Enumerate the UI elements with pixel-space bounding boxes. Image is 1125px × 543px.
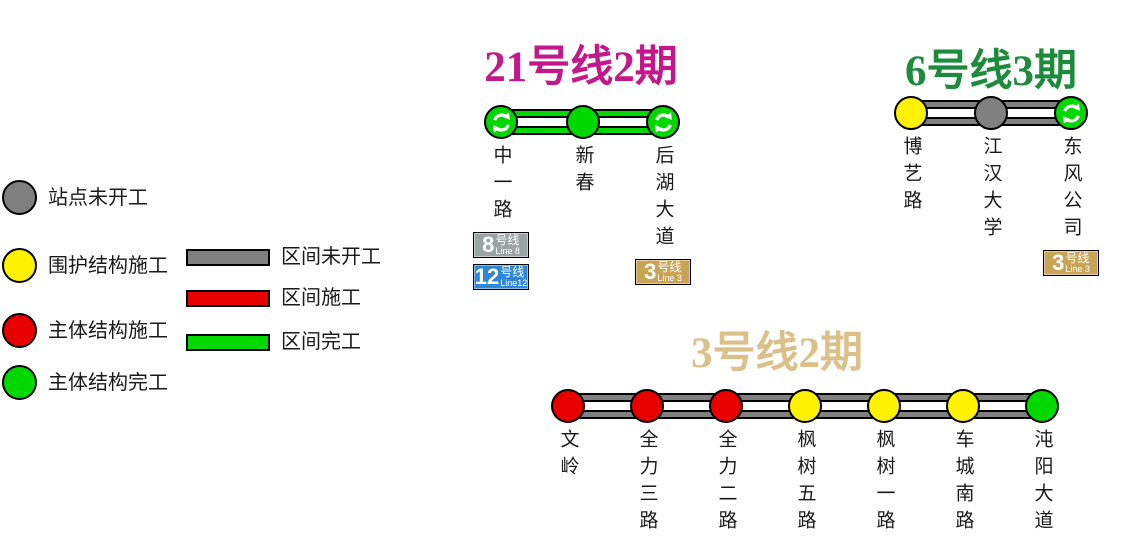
badge-line-number: 12 [474, 264, 500, 289]
transfer-station-marker [484, 105, 518, 139]
station-name: 中一路 [490, 145, 512, 226]
badge-line-name-en: Line12 [500, 278, 528, 288]
station: 枫树一路 [855, 389, 913, 537]
badge-line-suffix: 号线 [657, 260, 682, 274]
station-marker [709, 389, 743, 423]
legend-label: 区间施工 [281, 287, 361, 309]
station-name: 沌阳大道 [1031, 429, 1053, 537]
station-marker [551, 389, 585, 423]
transfer-station-marker [646, 105, 680, 139]
legend-label: 主体结构完工 [48, 371, 168, 394]
legend-label: 围护结构施工 [48, 254, 168, 277]
station-name: 博艺路 [900, 136, 922, 217]
legend-station-item: 站点未开工 [2, 180, 148, 215]
legend-label: 区间完工 [281, 331, 361, 353]
station-name: 枫树五路 [794, 429, 816, 537]
station: 车城南路 [934, 389, 992, 537]
legend-label: 主体结构施工 [48, 319, 168, 342]
station-name: 后湖大道 [652, 145, 674, 253]
badge-line-suffix: 号线 [500, 265, 525, 279]
station: 全力二路 [697, 389, 755, 537]
transfer-icon [1062, 102, 1080, 124]
station-name: 全力三路 [636, 429, 658, 537]
station-marker [630, 389, 664, 423]
badge-line-suffix: 号线 [495, 233, 520, 247]
legend-label: 区间未开工 [281, 246, 381, 268]
station: 枫树五路 [776, 389, 834, 537]
station-marker [867, 389, 901, 423]
badge-line-name-en: Line 3 [1065, 264, 1090, 274]
station: 文岭 [539, 389, 597, 483]
station: 江汉大学 [962, 96, 1020, 244]
transfer-icon [492, 111, 510, 133]
badge-line-suffix: 号线 [1065, 251, 1090, 265]
badge-line-number: 3 [644, 259, 657, 284]
section-status-swatch [186, 333, 270, 351]
badge-line-number: 8 [482, 232, 495, 257]
station-status-swatch [2, 180, 37, 215]
station-status-swatch [2, 365, 37, 400]
station-status-swatch [2, 313, 37, 348]
station: 全力三路 [618, 389, 676, 537]
station: 沌阳大道 [1013, 389, 1071, 537]
line-title: 6号线3期 [905, 48, 1077, 95]
legend-station-item: 主体结构完工 [2, 365, 168, 400]
station-name: 文岭 [557, 429, 579, 483]
legend-section-item: 区间完工 [186, 332, 361, 352]
badge-line-name-en: Line 8 [495, 246, 520, 256]
legend-station-item: 围护结构施工 [2, 248, 168, 283]
station-name: 江汉大学 [980, 136, 1002, 244]
station: 新春 [554, 105, 612, 199]
station: 博艺路 [882, 96, 940, 217]
station-marker [788, 389, 822, 423]
legend-station-item: 主体结构施工 [2, 313, 168, 348]
station-marker [974, 96, 1008, 130]
badge-line-number: 3 [1052, 250, 1065, 275]
transfer-station-marker [1054, 96, 1088, 130]
station-marker [894, 96, 928, 130]
station-name: 车城南路 [952, 429, 974, 537]
station-name: 东风公司 [1060, 136, 1082, 244]
station-marker [946, 389, 980, 423]
section-status-swatch [186, 248, 270, 266]
station-marker [566, 105, 600, 139]
section-status-swatch [186, 289, 270, 307]
station-name: 枫树一路 [873, 429, 895, 537]
legend-section-item: 区间施工 [186, 288, 361, 308]
line-title: 21号线2期 [484, 44, 678, 91]
line-title: 3号线2期 [691, 330, 863, 377]
station-name: 全力二路 [715, 429, 737, 537]
badge-line-name-en: Line 3 [657, 273, 682, 283]
station-marker [1025, 389, 1059, 423]
legend-section-item: 区间未开工 [186, 247, 381, 267]
transfer-icon [654, 111, 672, 133]
station-name: 新春 [572, 145, 594, 199]
station-status-swatch [2, 248, 37, 283]
legend-label: 站点未开工 [48, 186, 148, 209]
